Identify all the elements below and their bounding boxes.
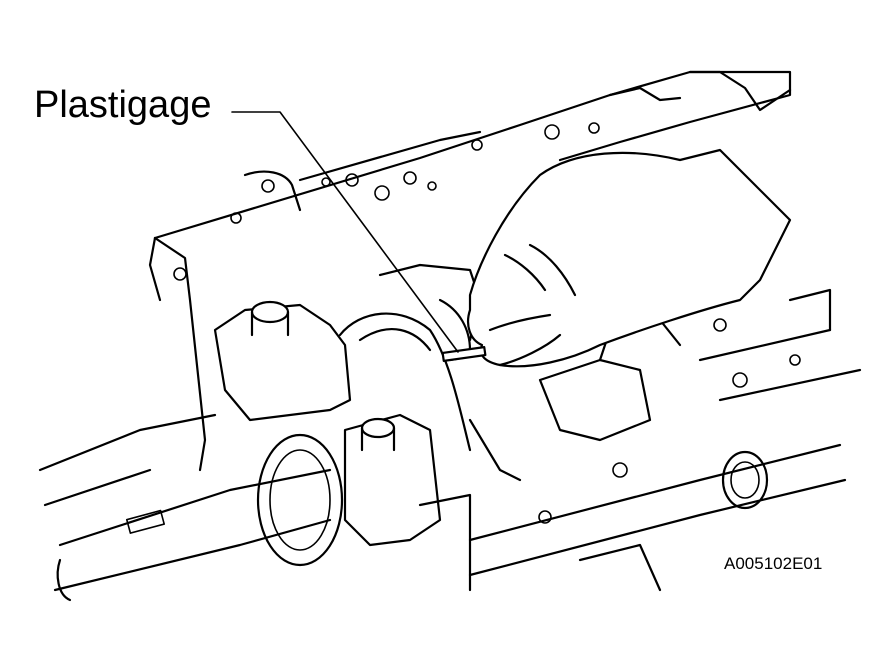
hand xyxy=(448,148,792,368)
plastigage-strip xyxy=(441,346,487,362)
block-right-side xyxy=(418,288,862,592)
cylinder-block-outline xyxy=(148,70,792,472)
crank-journal xyxy=(338,263,682,482)
callout-leader-line xyxy=(231,111,459,353)
crankshaft xyxy=(38,413,344,602)
bearing-caps xyxy=(213,300,442,547)
plastigage-callout-label: Plastigage xyxy=(34,84,212,126)
figure-code: A005102E01 xyxy=(724,554,823,573)
block-bolt-holes xyxy=(173,122,600,281)
